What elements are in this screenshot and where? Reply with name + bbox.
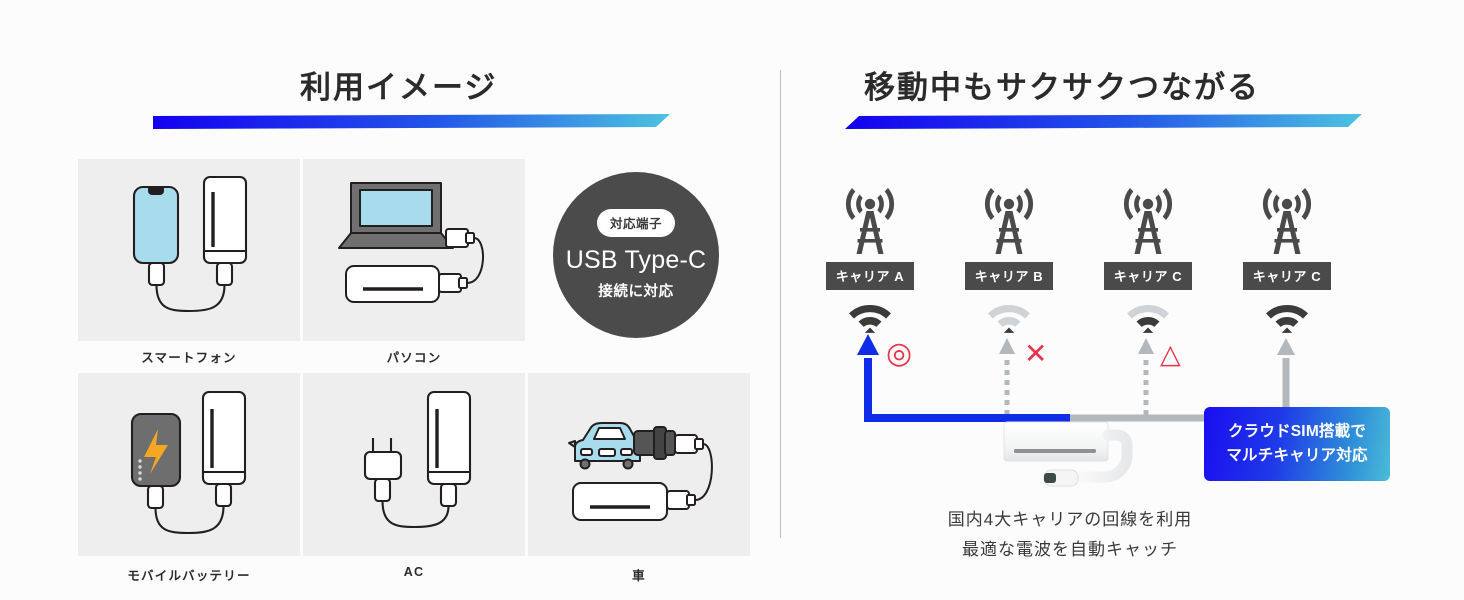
status-symbol-triangle: △: [1160, 339, 1181, 369]
status-symbol-circle: ◎: [886, 337, 913, 370]
cell-label: スマートフォン: [141, 351, 237, 365]
smartphone-router-illustration: [78, 159, 300, 341]
usecase-cell-car: 車: [528, 373, 750, 583]
cell-tower-icon: [1088, 186, 1208, 258]
usb-type-c-badge-circle: 対応端子 USB Type-C 接続に対応: [553, 172, 719, 338]
cell-label: モバイルバッテリー: [127, 569, 251, 583]
car-charger-router-illustration: [528, 373, 750, 556]
cell-tower-icon: [949, 186, 1069, 258]
usecase-cell-smartphone: スマートフォン: [78, 159, 300, 365]
cell-panel: [303, 373, 525, 556]
carrier-label: キャリア B: [964, 262, 1054, 290]
right-caption: 国内4大キャリアの回線を利用 最適な電波を自動キャッチ: [840, 505, 1300, 565]
right-title-underline: [845, 114, 1362, 129]
cloud-sim-line2: マルチキャリア対応: [1226, 447, 1368, 464]
wifi-signal-icon: [949, 301, 1069, 335]
cell-tower-icon: [1227, 186, 1347, 258]
carrier-column-c2: キャリア C: [1227, 186, 1347, 335]
carrier-column-c1: キャリア C: [1088, 186, 1208, 335]
powerbank-router-illustration: [78, 373, 300, 556]
usecase-cell-powerbank: モバイルバッテリー: [78, 373, 300, 583]
cell-panel: [78, 373, 300, 556]
usb-title: USB Type-C: [565, 246, 707, 274]
wifi-signal-icon: [1227, 301, 1347, 335]
carrier-label: キャリア C: [1242, 262, 1332, 290]
status-symbol-cross: ✕: [1024, 338, 1048, 369]
section-divider: [780, 70, 781, 538]
cell-panel: [528, 373, 750, 556]
cell-label: AC: [403, 565, 425, 579]
cloud-sim-line1: クラウドSIM搭載で: [1227, 422, 1367, 440]
carrier-column-b: キャリア B: [949, 186, 1069, 335]
carrier-label: キャリア C: [1103, 262, 1193, 290]
carrier-column-a: キャリア A: [810, 186, 930, 335]
carrier-label: キャリア A: [825, 262, 915, 290]
left-title-underline: [153, 114, 670, 129]
mobile-router-device: [1000, 408, 1175, 508]
cell-tower-icon: [810, 186, 930, 258]
cloud-sim-badge: クラウドSIM搭載で マルチキャリア対応: [1204, 407, 1390, 481]
usecase-cell-ac: AC: [303, 373, 525, 583]
left-panel-title: 利用イメージ: [300, 70, 498, 105]
wifi-signal-icon: [810, 301, 930, 335]
usecase-cell-laptop: パソコン: [303, 159, 525, 365]
wifi-signal-icon: [1088, 301, 1208, 335]
caption-line1: 国内4大キャリアの回線を利用: [947, 510, 1193, 529]
usb-subtitle: 接続に対応: [598, 284, 674, 300]
laptop-router-illustration: [303, 159, 525, 341]
caption-line2: 最適な電波を自動キャッチ: [962, 539, 1178, 559]
cell-label: パソコン: [386, 351, 442, 365]
cell-label: 車: [632, 569, 646, 583]
ac-adapter-router-illustration: [303, 373, 525, 556]
usb-badge-pill: 対応端子: [596, 209, 675, 237]
right-panel-title: 移動中もサクサクつながる: [864, 70, 1260, 105]
